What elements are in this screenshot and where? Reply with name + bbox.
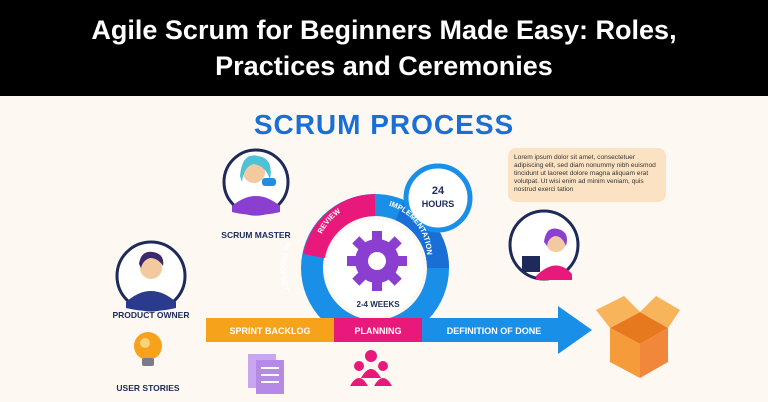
box-icon [596, 296, 680, 378]
note-text: Lorem ipsum dolor sit amet, consectetuer… [514, 154, 656, 193]
daily-cycle-bubble [403, 163, 473, 233]
documents-icon [248, 354, 284, 394]
diagram-heading: SCRUM PROCESS [253, 109, 515, 140]
title-line-1: Agile Scrum for Beginners Made Easy: Rol… [91, 15, 677, 45]
lightbulb-icon [134, 332, 162, 366]
scrum-master-label: SCRUM MASTER [221, 230, 291, 240]
scrum-infographic: SCRUM PROCESS [0, 96, 768, 402]
sprint-length-label: 2-4 WEEKS [356, 300, 400, 309]
retrospect-label: RETROSPECT [278, 241, 292, 293]
diagram-canvas: 24 HOURS REVIEW IMPLEMENTATION RETROSPEC… [115, 148, 680, 394]
product-owner-avatar [115, 240, 187, 312]
title-line-2: Practices and Ceremonies [215, 51, 553, 81]
title-banner: Agile Scrum for Beginners Made Easy: Rol… [0, 0, 768, 96]
gear-icon [347, 231, 407, 291]
definition-of-done-label: DEFINITION OF DONE [447, 326, 542, 336]
sprint-backlog-label: SPRINT BACKLOG [230, 326, 311, 336]
scrum-master-avatar [222, 148, 290, 216]
sprint-flow-arrow [206, 306, 592, 354]
planning-label: PLANNING [355, 326, 402, 336]
description-note: Lorem ipsum dolor sit amet, consectetuer… [508, 148, 666, 202]
product-owner-label: PRODUCT OWNER [112, 310, 190, 320]
user-stories-label: USER STORIES [116, 383, 180, 393]
daily-unit: HOURS [422, 199, 455, 209]
daily-number: 24 [432, 185, 445, 197]
developer-avatar [508, 209, 580, 281]
team-icon [350, 350, 392, 386]
